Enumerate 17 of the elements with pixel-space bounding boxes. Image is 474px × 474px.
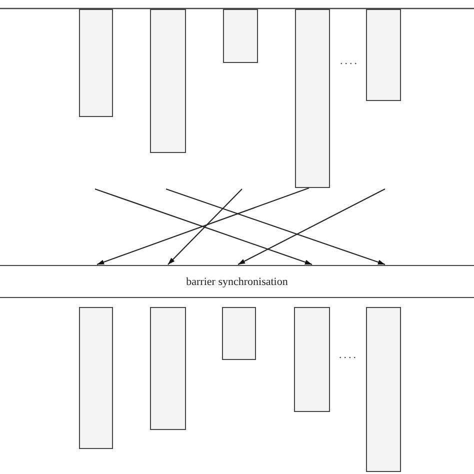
process-bar <box>366 307 401 472</box>
arrow <box>238 188 386 265</box>
process-bar <box>79 9 113 117</box>
ellipsis-label: .... <box>340 55 359 67</box>
process-bar <box>150 307 186 430</box>
process-bar <box>79 307 113 449</box>
barrier-band <box>0 265 474 298</box>
arrow <box>166 188 386 266</box>
arrow <box>168 188 242 265</box>
process-bar <box>295 9 330 188</box>
band-label: barrier synchronisation <box>186 276 288 288</box>
ellipsis-label: .... <box>339 349 358 361</box>
process-bar <box>366 9 401 101</box>
process-bar <box>294 307 330 412</box>
process-bar <box>222 307 256 360</box>
process-bar <box>223 9 258 63</box>
process-bar <box>150 9 186 153</box>
